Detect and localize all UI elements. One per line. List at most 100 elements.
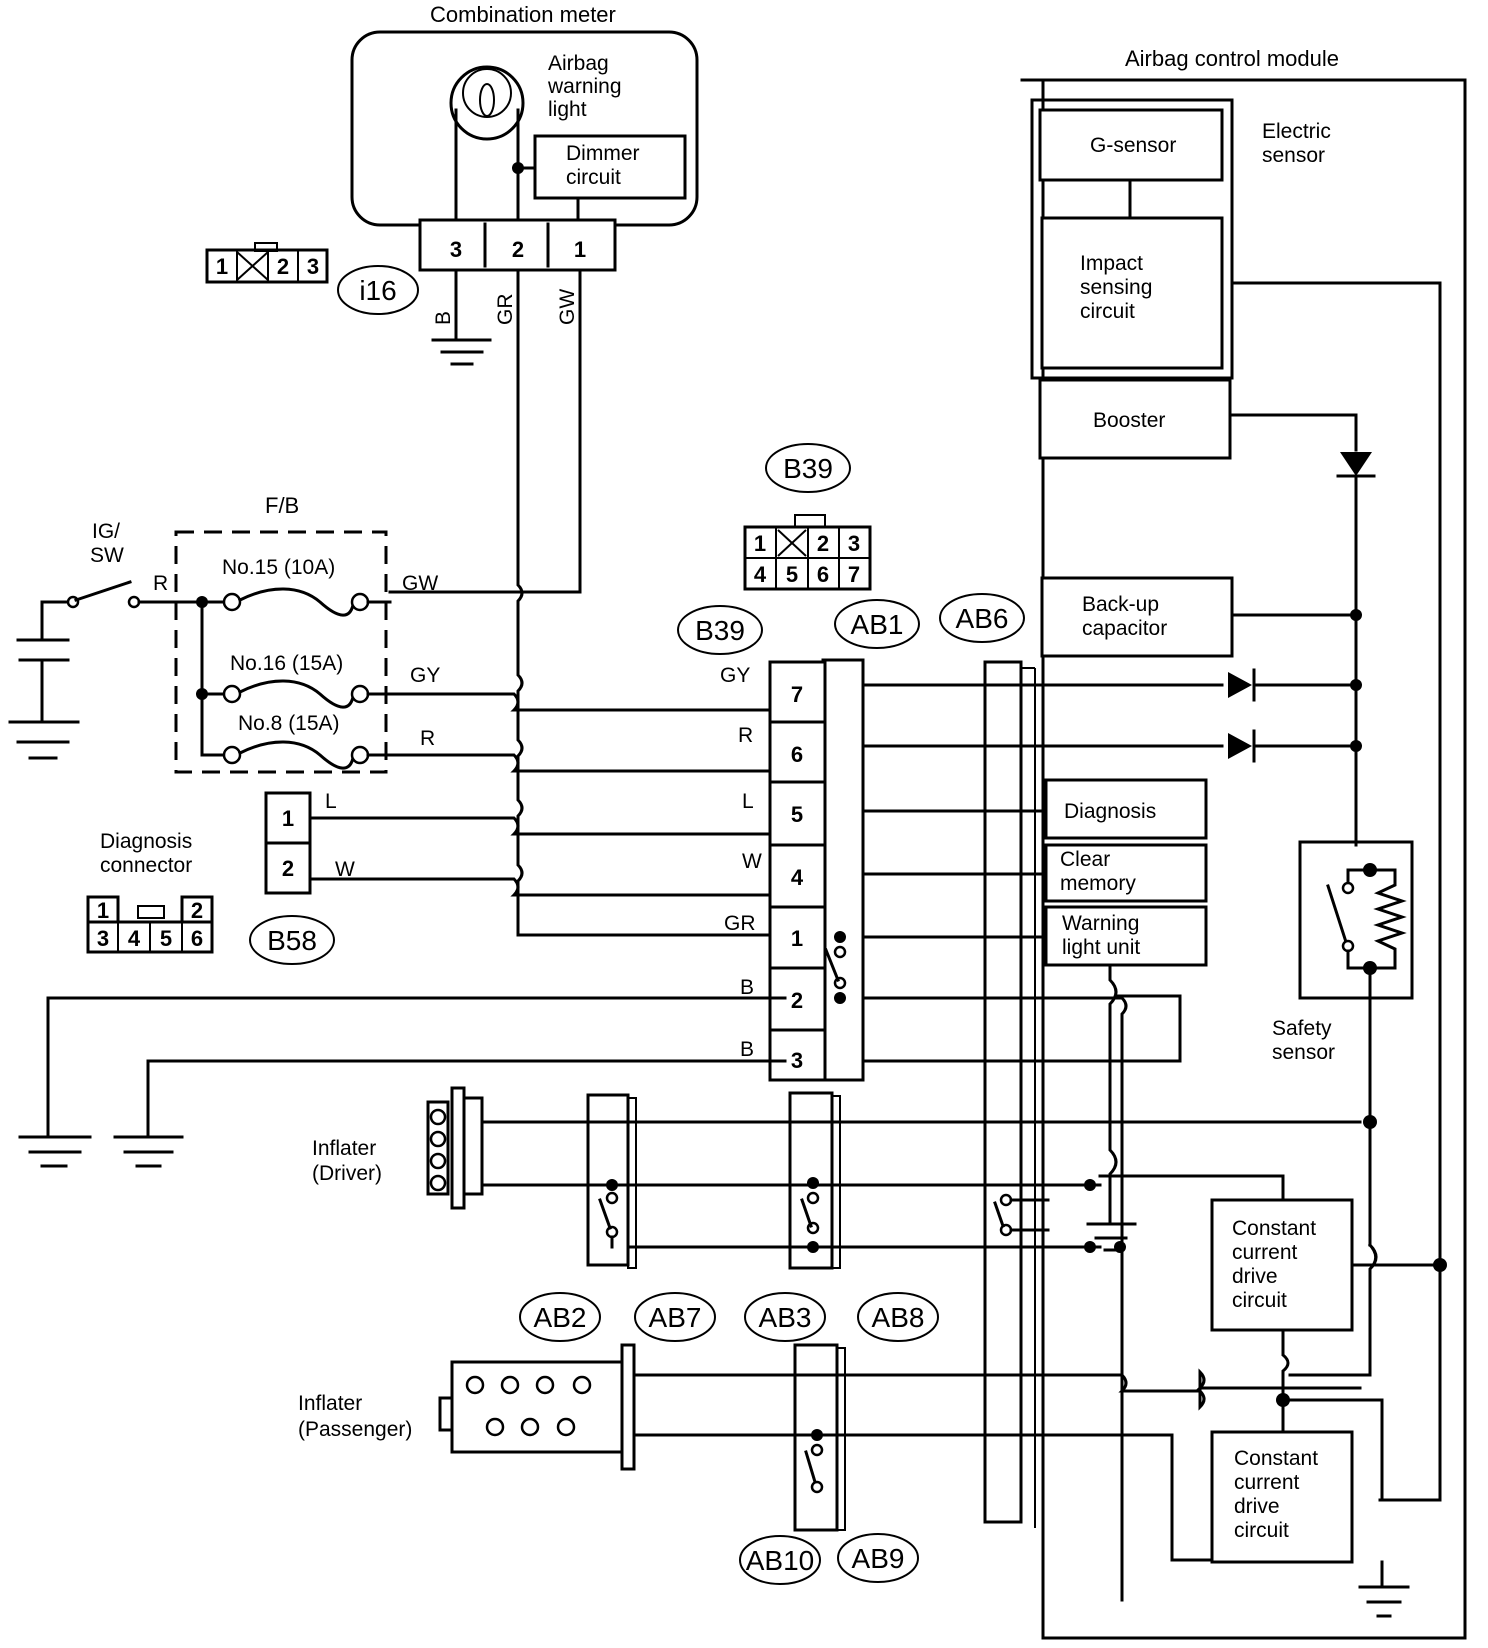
svg-text:R: R — [420, 727, 435, 750]
svg-text:AB10: AB10 — [746, 1545, 815, 1576]
diode-icon — [1228, 672, 1252, 698]
svg-text:4: 4 — [791, 865, 804, 890]
svg-text:B39: B39 — [695, 615, 745, 646]
diagnosis-box — [1044, 778, 1208, 840]
wire-GY — [366, 692, 787, 712]
svg-text:GR: GR — [724, 912, 756, 935]
svg-text:sensor: sensor — [1262, 144, 1325, 167]
warning-light-unit-box — [1044, 905, 1208, 967]
svg-text:circuit: circuit — [1080, 300, 1135, 323]
diagnosis-connector-label: Diagnosis — [100, 830, 192, 853]
ab1-housing — [821, 658, 865, 1082]
inflater-driver-label: Inflater — [312, 1137, 376, 1160]
backup-capacitor-box — [1040, 576, 1234, 658]
module-title: Airbag control module — [1125, 46, 1339, 71]
diode-icon — [1340, 452, 1372, 476]
fuse-box: F/B IG/ SW R No.15 (10A) GW No.16 (15A) — [8, 493, 440, 774]
diagnosis-connector-face: 1 2 3 4 5 6 — [86, 895, 214, 954]
svg-text:SW: SW — [90, 544, 124, 567]
svg-text:AB2: AB2 — [534, 1302, 587, 1333]
fuse-icon — [222, 592, 242, 612]
svg-text:5: 5 — [791, 802, 803, 827]
connector-tag-ab9 — [837, 1533, 919, 1583]
safety-switch-icon — [1326, 884, 1348, 944]
fuse-15-label: No.15 (10A) — [222, 556, 335, 579]
svg-text:AB8: AB8 — [872, 1302, 925, 1333]
svg-text:G-sensor: G-sensor — [1090, 134, 1176, 157]
wire-GR — [516, 268, 782, 937]
svg-text:Warning: Warning — [1062, 912, 1139, 935]
meter-terminal-block — [418, 218, 617, 272]
svg-text:1: 1 — [282, 806, 294, 831]
svg-text:5: 5 — [786, 562, 798, 587]
b39-connector-face: 1 2 3 4 5 6 7 — [743, 514, 872, 591]
inflater-driver-connector — [450, 1086, 466, 1210]
connector-tag-b58 — [249, 915, 335, 965]
connector-tag-ab10 — [739, 1535, 821, 1585]
svg-text:L: L — [742, 790, 754, 813]
fuse-16-label: No.16 (15A) — [230, 652, 343, 675]
svg-text:current: current — [1232, 1241, 1298, 1264]
safety-sensor-label: Safety — [1272, 1017, 1332, 1040]
svg-text:3: 3 — [307, 254, 319, 279]
svg-text:1: 1 — [97, 898, 109, 923]
svg-text:Back-up: Back-up — [1082, 593, 1159, 616]
electric-sensor-box — [1030, 98, 1234, 380]
svg-text:AB9: AB9 — [852, 1543, 905, 1574]
connector-tag-b39-top — [765, 443, 851, 493]
svg-text:R: R — [738, 724, 753, 747]
svg-text:circuit: circuit — [566, 166, 621, 189]
svg-text:i16: i16 — [359, 275, 396, 306]
b58-pin-2 — [264, 841, 312, 895]
svg-text:B: B — [740, 976, 754, 999]
wire-GW — [388, 268, 582, 594]
diode-icon — [1228, 733, 1252, 759]
svg-text:(Driver): (Driver) — [312, 1162, 382, 1185]
constant-current-drive-2 — [1210, 1430, 1354, 1564]
svg-text:Constant: Constant — [1234, 1447, 1318, 1470]
svg-text:4: 4 — [128, 926, 141, 951]
connector-tag-i16 — [337, 265, 419, 315]
wire-B-1 — [46, 996, 787, 1137]
i16-connector-face: 1 2 3 — [205, 242, 329, 284]
diagnosis-connector: Diagnosis connector 1 2 3 4 5 6 1 2 L W … — [86, 790, 355, 965]
svg-text:GW: GW — [402, 572, 438, 595]
svg-text:GY: GY — [720, 664, 750, 687]
svg-text:Clear: Clear — [1060, 848, 1110, 871]
fuse-8-label: No.8 (15A) — [238, 712, 340, 735]
svg-text:2: 2 — [817, 531, 829, 556]
resistor-icon — [1368, 868, 1407, 970]
svg-text:AB6: AB6 — [956, 603, 1009, 634]
svg-text:memory: memory — [1060, 872, 1136, 895]
svg-text:drive: drive — [1234, 1495, 1280, 1518]
constant-current-drive-1 — [1210, 1198, 1354, 1332]
impact-sensing-box — [1040, 216, 1224, 370]
svg-text:1: 1 — [754, 531, 766, 556]
svg-text:W: W — [742, 850, 762, 873]
inflater-passenger-connector — [620, 1343, 636, 1471]
svg-text:sensing: sensing — [1080, 276, 1152, 299]
svg-text:Impact: Impact — [1080, 252, 1143, 275]
svg-text:2: 2 — [191, 898, 203, 923]
svg-text:2: 2 — [512, 237, 524, 262]
svg-text:7: 7 — [848, 562, 860, 587]
svg-text:2: 2 — [277, 254, 289, 279]
svg-text:B39: B39 — [783, 453, 833, 484]
svg-text:light: light — [548, 98, 587, 121]
svg-text:R: R — [153, 572, 168, 595]
electric-sensor-label: Electric — [1262, 120, 1331, 143]
svg-text:AB1: AB1 — [851, 609, 904, 640]
wire-W — [308, 877, 787, 897]
svg-text:GR: GR — [494, 294, 517, 326]
warning-light-label: Airbag — [548, 52, 609, 75]
svg-text:5: 5 — [160, 926, 172, 951]
connector-tag-ab8 — [857, 1292, 939, 1342]
svg-text:4: 4 — [754, 562, 767, 587]
b58-pin-1 — [264, 791, 312, 845]
svg-text:Diagnosis: Diagnosis — [1064, 800, 1156, 823]
wire-B-2 — [146, 1059, 787, 1137]
fuse-box-label: F/B — [265, 493, 299, 518]
warning-lamp-icon — [449, 65, 525, 141]
svg-text:L: L — [325, 790, 337, 813]
